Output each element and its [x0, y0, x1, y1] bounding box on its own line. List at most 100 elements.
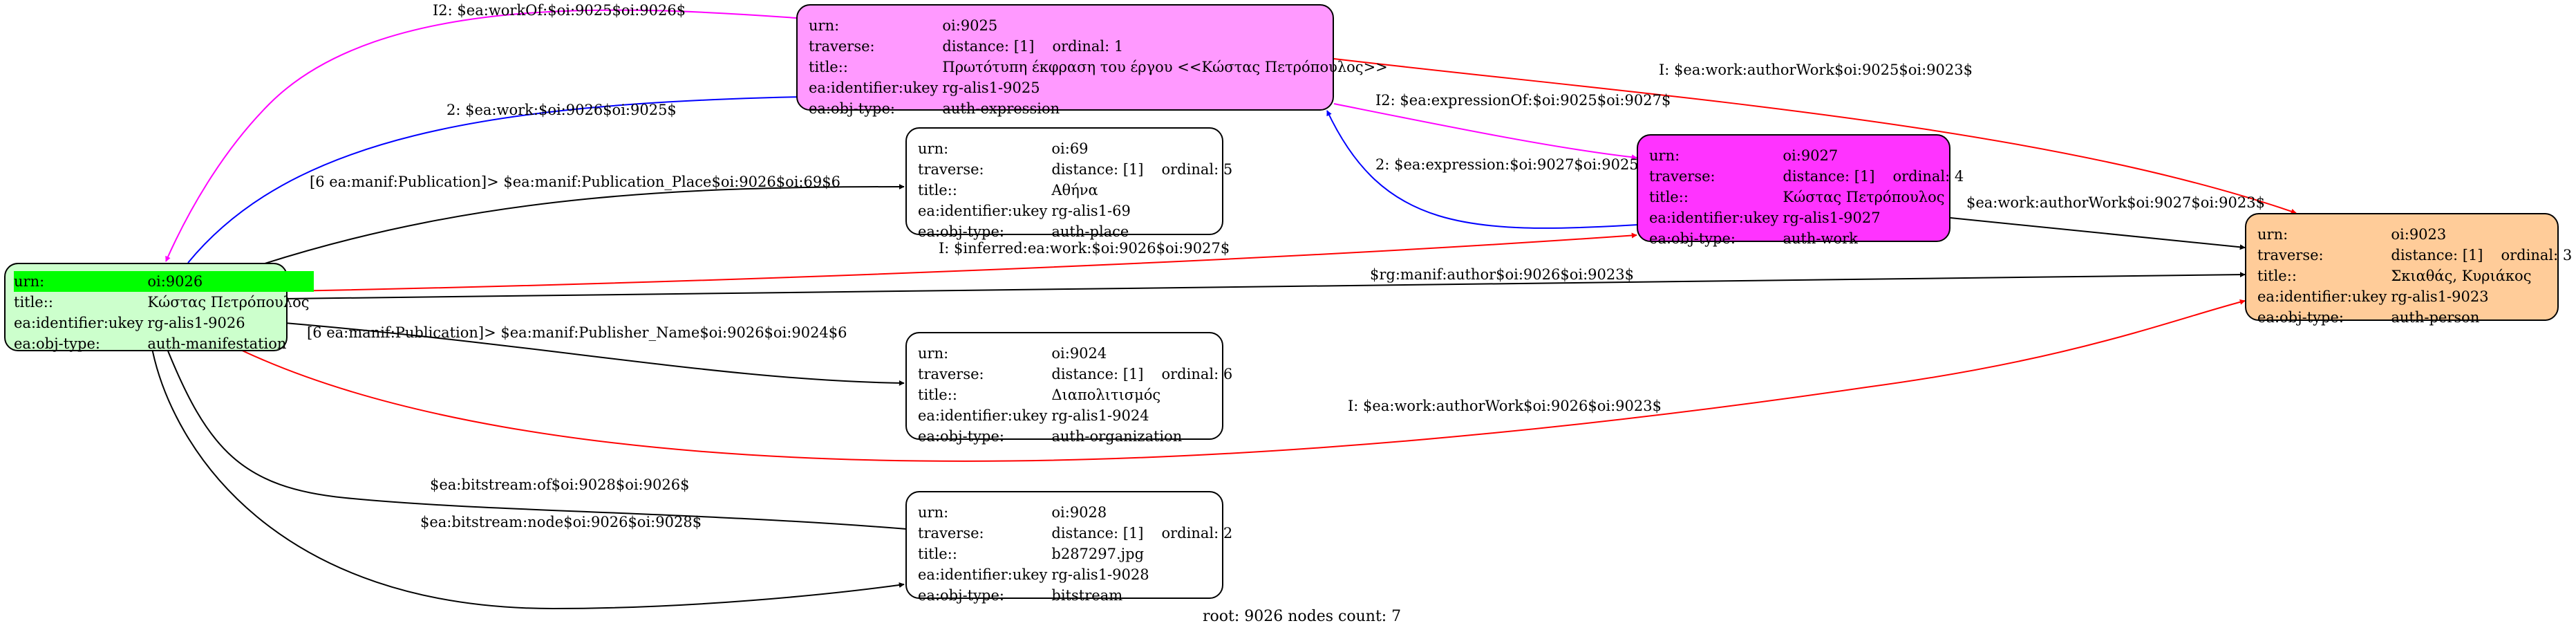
title-value: Πρωτότυπη έκφραση του έργου <<Κώστας Πετ…: [942, 59, 1388, 75]
ukey-value: rg-alis1-9026: [147, 315, 245, 331]
label-rg-author: $rg:manif:author$oi:9026$oi:9023$: [1370, 266, 1634, 283]
traverse-label: traverse:: [918, 366, 984, 382]
edge-expressionof: [1333, 103, 1637, 160]
title-label: title::: [918, 546, 957, 562]
ukey-label: ea:identifier:ukey: [14, 315, 144, 331]
urn-label: urn:: [918, 140, 949, 157]
label-work: 2: $ea:work:$oi:9026$oi:9025$: [446, 102, 677, 118]
label-authorwork-9026: I: $ea:work:authorWork$oi:9026$oi:9023$: [1348, 398, 1662, 414]
edge-publisher: [284, 322, 905, 386]
graph-footer: root: 9026 nodes count: 7: [1203, 608, 1401, 625]
label-authorwork-9025: I: $ea:work:authorWork$oi:9025$oi:9023$: [1659, 62, 1973, 78]
urn-value: oi:9023: [2391, 226, 2447, 243]
traverse-label: traverse:: [918, 525, 984, 541]
edge-workof: [165, 9, 797, 262]
type-label: ea:obj-type:: [14, 335, 100, 352]
type-value: auth-organization: [1051, 428, 1183, 445]
ordinal-value: ordinal: 5: [1161, 161, 1233, 178]
urn-value: oi:69: [1051, 140, 1089, 157]
ukey-value: rg-alis1-9025: [942, 80, 1040, 96]
title-label: title::: [918, 182, 957, 198]
label-workof: I2: $ea:workOf:$oi:9025$oi:9026$: [433, 2, 686, 19]
title-label: title::: [918, 387, 957, 403]
urn-value: oi:9028: [1051, 504, 1107, 521]
ukey-value: rg-alis1-9023: [2391, 288, 2489, 305]
type-label: ea:obj-type:: [918, 428, 1004, 445]
node-9028[interactable]: urn:oi:9028 traverse:distance: [1]ordina…: [905, 491, 1232, 604]
edge-authorwork-9025: [1333, 58, 2297, 214]
type-value: auth-work: [1783, 230, 1858, 247]
title-label: title::: [809, 59, 848, 75]
node-9026[interactable]: urn:oi:9026 title::Κώστας Πετρόπουλος ea…: [4, 263, 314, 352]
title-label: title::: [1649, 189, 1689, 205]
ordinal-value: ordinal: 3: [2501, 247, 2573, 263]
node-9025-fields: urn: oi:9025 traverse: distance: [1] ordina…: [809, 15, 1392, 119]
type-value: bitstream: [1051, 587, 1123, 604]
traverse-label: traverse:: [1649, 168, 1715, 185]
type-label: ea:obj-type:: [918, 587, 1004, 604]
label-expressionof: I2: $ea:expressionOf:$oi:9025$oi:9027$: [1375, 92, 1671, 109]
node-9026-fields: urn:oi:9026 title::Κώστας Πετρόπουλος ea…: [14, 271, 314, 354]
ukey-label: ea:identifier:ukey: [809, 80, 939, 96]
node-9024-fields: urn:oi:9024 traverse:distance: [1]ordina…: [918, 343, 1237, 447]
title-value: b287297.jpg: [1051, 546, 1145, 562]
title-label: title::: [14, 294, 53, 311]
node-9023[interactable]: urn:oi:9023 traverse:distance: [1]ordina…: [2245, 213, 2572, 326]
type-label: ea:obj-type:: [1649, 230, 1736, 247]
title-value: Σκιαθάς, Κυριάκος: [2391, 268, 2532, 284]
edge-rg-author: [284, 272, 2246, 299]
label-authorwork-9027: $ea:work:authorWork$oi:9027$oi:9023$: [1966, 194, 2265, 211]
ordinal-value: ordinal: 2: [1161, 525, 1233, 541]
urn-label: urn:: [2257, 226, 2288, 243]
urn-label: urn:: [14, 271, 148, 292]
type-value: auth-place: [1051, 223, 1129, 240]
label-publisher: [6 ea:manif:Publication]> $ea:manif:Publ…: [307, 324, 847, 341]
distance-value: distance: [1]: [1051, 366, 1144, 382]
label-pub-place: [6 ea:manif:Publication]> $ea:manif:Publ…: [310, 174, 840, 190]
node-69[interactable]: urn:oi:69 traverse:distance: [1]ordinal:…: [905, 127, 1232, 240]
edge-work: [187, 94, 802, 263]
node-9028-fields: urn:oi:9028 traverse:distance: [1]ordina…: [918, 502, 1237, 606]
traverse-label: traverse:: [2257, 247, 2324, 263]
title-value: Αθήνα: [1051, 182, 1098, 198]
title-value: Κώστας Πετρόπουλος: [1783, 189, 1945, 205]
ukey-label: ea:identifier:ukey: [918, 407, 1048, 424]
node-9023-fields: urn:oi:9023 traverse:distance: [1]ordina…: [2257, 224, 2576, 328]
node-9024[interactable]: urn:oi:9024 traverse:distance: [1]ordina…: [905, 332, 1232, 445]
edge-bitstream-of: [164, 345, 908, 530]
type-label: ea:obj-type:: [809, 100, 895, 117]
edge-expression: [1326, 110, 1639, 229]
type-value: auth-person: [2391, 309, 2480, 326]
urn-value: oi:9024: [1051, 345, 1107, 362]
traverse-label: traverse:: [809, 38, 875, 55]
ukey-label: ea:identifier:ukey: [918, 566, 1048, 583]
ukey-value: rg-alis1-9027: [1783, 210, 1881, 226]
ukey-label: ea:identifier:ukey: [2257, 288, 2387, 305]
type-value: auth-expression: [942, 100, 1060, 117]
ukey-value: rg-alis1-9024: [1051, 407, 1149, 424]
urn-label: urn:: [809, 17, 840, 34]
traverse-label: traverse:: [918, 161, 984, 178]
ukey-label: ea:identifier:ukey: [1649, 210, 1779, 226]
node-9025[interactable]: urn: oi:9025 traverse: distance: [1] ordina…: [796, 4, 1388, 117]
node-9027[interactable]: urn:oi:9027 traverse:distance: [1]ordina…: [1637, 134, 1964, 247]
label-expression: 2: $ea:expression:$oi:9027$oi:9025$: [1375, 156, 1648, 173]
node-69-fields: urn:oi:69 traverse:distance: [1]ordinal:…: [918, 138, 1237, 242]
node-9027-fields: urn:oi:9027 traverse:distance: [1]ordina…: [1649, 145, 1968, 249]
edge-pub-place: [262, 184, 905, 265]
edge-authorwork-9027: [1950, 217, 2246, 250]
urn-value: oi:9025: [942, 17, 998, 34]
edge-inferred: [284, 232, 1637, 292]
type-label: ea:obj-type:: [2257, 309, 2344, 326]
type-label: ea:obj-type:: [918, 223, 1004, 240]
ukey-label: ea:identifier:ukey: [918, 203, 1048, 219]
edge-authorwork-9026: [234, 299, 2246, 462]
ordinal-value: ordinal: 1: [1052, 38, 1124, 55]
distance-value: distance: [1]: [1783, 168, 1875, 185]
distance-value: distance: [1]: [1051, 525, 1144, 541]
distance-value: distance: [1]: [942, 38, 1035, 55]
label-bitstream-node: $ea:bitstream:node$oi:9026$oi:9028$: [420, 514, 702, 530]
ordinal-value: ordinal: 4: [1892, 168, 1964, 185]
